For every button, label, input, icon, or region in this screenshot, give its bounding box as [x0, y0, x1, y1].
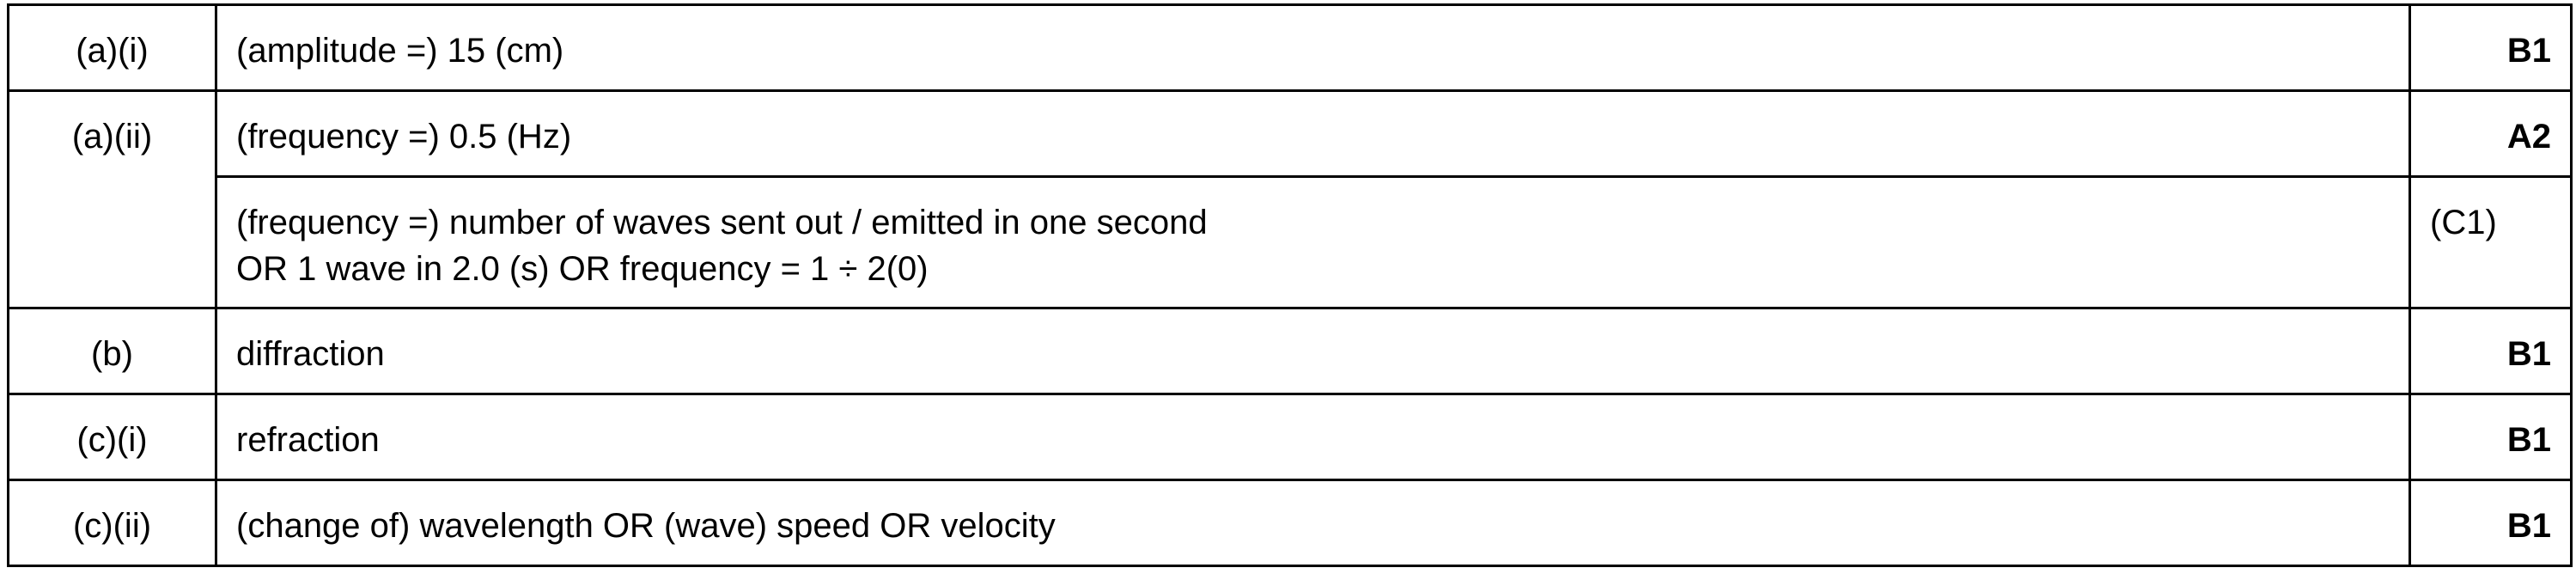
answer-line: OR 1 wave in 2.0 (s) OR frequency = 1 ÷ …: [236, 250, 929, 288]
answer-cell: (amplitude =) 15 (cm): [215, 3, 2411, 92]
answer-cell: diffraction: [215, 307, 2411, 395]
question-number: (a)(ii): [71, 118, 153, 156]
mark-cell: B1: [2409, 393, 2573, 481]
question-number: (b): [91, 335, 133, 373]
table-row: (c)(i) refraction B1: [7, 393, 2573, 481]
question-number-cell: (a)(ii): [7, 89, 217, 309]
answer-cell: refraction: [215, 393, 2411, 481]
mark-value: B1: [2506, 507, 2551, 545]
mark-cell: B1: [2409, 3, 2573, 92]
question-number: (a)(i): [76, 32, 149, 70]
question-number-cell: (a)(i): [7, 3, 217, 92]
question-number: (c)(ii): [72, 507, 152, 545]
answer-cell: (change of) wavelength OR (wave) speed O…: [215, 479, 2411, 567]
table-row: (c)(ii) (change of) wavelength OR (wave)…: [7, 479, 2573, 567]
mark-cell: B1: [2409, 307, 2573, 395]
mark-value: A2: [2506, 118, 2551, 156]
answer-line: (frequency =) number of waves sent out /…: [236, 204, 1208, 241]
answer-text: refraction: [236, 421, 380, 459]
answer-text-multiline: (frequency =) number of waves sent out /…: [236, 178, 2409, 292]
mark-value: B1: [2506, 32, 2551, 70]
answer-text: (frequency =) 0.5 (Hz): [236, 118, 572, 156]
table-row: (a)(ii) (frequency =) 0.5 (Hz) A2: [7, 89, 2573, 309]
question-number: (c)(i): [76, 421, 148, 459]
answer-text: (change of) wavelength OR (wave) speed O…: [236, 507, 1056, 545]
table-row: (b) diffraction B1: [7, 307, 2573, 395]
mark-cell: B1: [2409, 479, 2573, 567]
answer-cell: (frequency =) 0.5 (Hz): [215, 89, 2411, 178]
table-row: (a)(i) (amplitude =) 15 (cm) B1: [7, 3, 2573, 92]
mark-scheme-table: (a)(i) (amplitude =) 15 (cm) B1 (a)(ii) …: [7, 3, 2573, 567]
table-row: (frequency =) number of waves sent out /…: [9, 175, 2573, 309]
answer-cell: (frequency =) number of waves sent out /…: [215, 175, 2411, 309]
mark-cell: (C1): [2409, 175, 2573, 309]
mark-value: B1: [2506, 335, 2551, 373]
mark-value: (C1): [2430, 204, 2497, 241]
question-number-cell: (c)(ii): [7, 479, 217, 567]
mark-value: B1: [2506, 421, 2551, 459]
question-number-cell: (c)(i): [7, 393, 217, 481]
answer-text: (amplitude =) 15 (cm): [236, 32, 564, 70]
mark-cell: A2: [2409, 89, 2573, 178]
question-number-cell: (b): [7, 307, 217, 395]
answer-text: diffraction: [236, 335, 385, 373]
